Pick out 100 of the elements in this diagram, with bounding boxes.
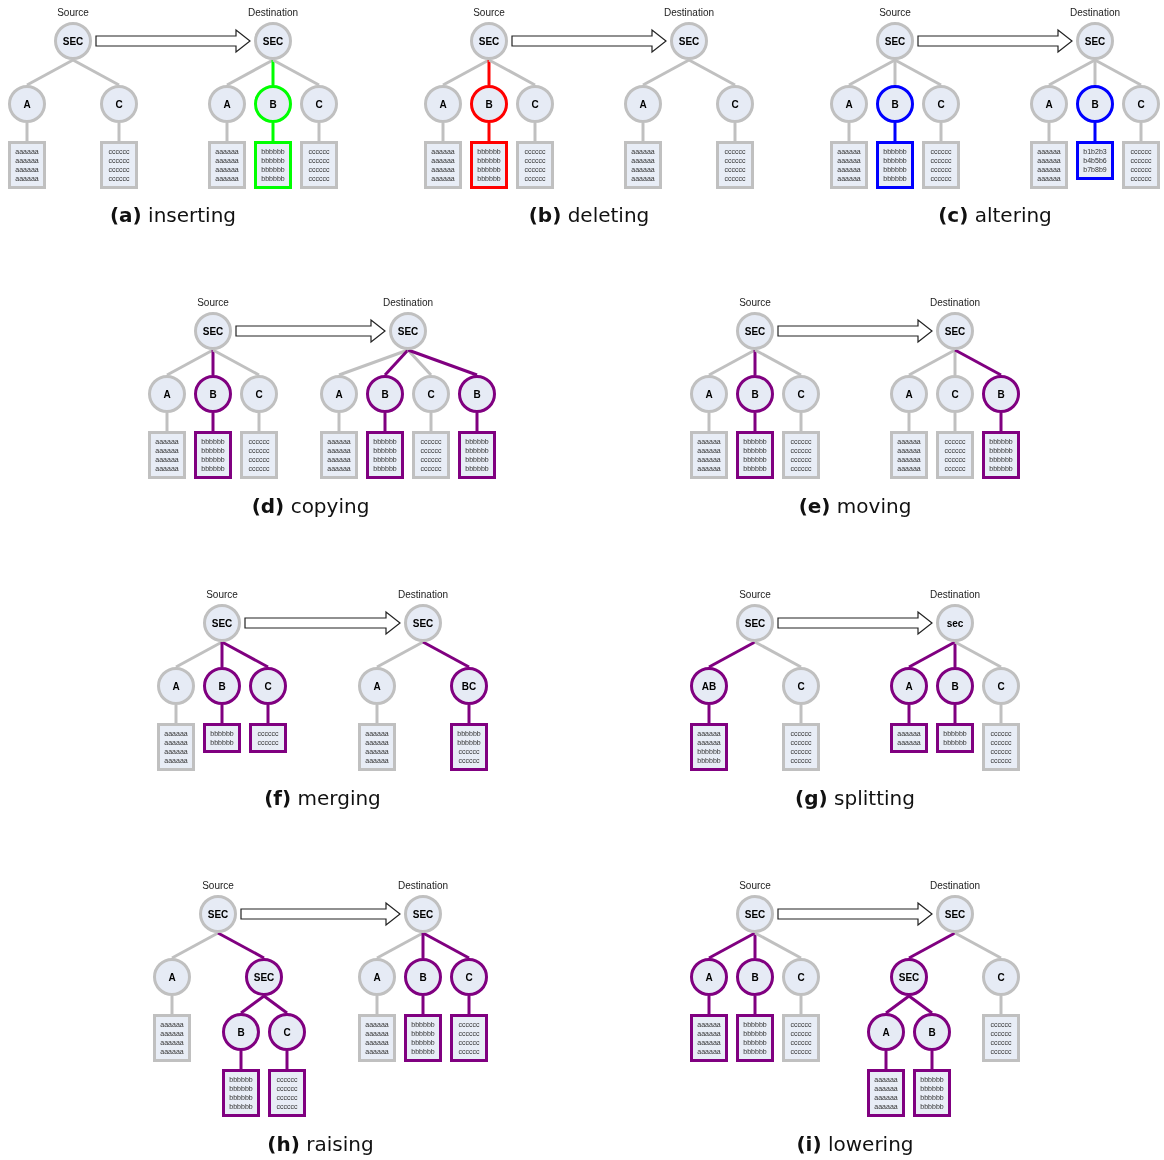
tree-node: C [300,85,338,123]
tree-node: C [412,375,450,413]
tree-heading: Source [739,589,771,601]
tree-node: C [450,958,488,996]
tree-node: SEC [404,895,442,933]
subfigure-caption: (f) merging [264,786,381,810]
tree-edge [225,123,229,141]
tree-edge [217,931,265,960]
tree-edge [908,994,933,1015]
tree-node: C [240,375,278,413]
tree-node: SEC [54,22,92,60]
tree-edge [799,705,803,723]
tree-node: SEC [670,22,708,60]
tree-edge [441,123,445,141]
tree-edge [688,58,736,87]
tree-edge [117,123,121,141]
tree-heading: Source [739,297,771,309]
tree-edge [953,350,957,375]
tree-edge [641,123,645,141]
tree-node: SEC [936,895,974,933]
tree-edge [908,640,956,669]
tree-edge [908,931,956,960]
tree-node: SEC [194,312,232,350]
tree-edge [707,413,711,431]
tree-node: SEC [199,895,237,933]
tree-node: C [782,375,820,413]
tree-edge [257,413,261,431]
tree-edge [376,931,424,960]
tree-edge [406,349,433,376]
tree-node: C [982,667,1020,705]
tree-node: B [936,667,974,705]
tree-node: A [690,375,728,413]
tree-node: A [8,85,46,123]
tree-edge [708,640,756,669]
tree-edge [1093,60,1097,85]
tree-edge [212,348,260,377]
tree-heading: Source [473,7,505,19]
tree-edge [487,123,491,141]
tree-edge [422,640,470,669]
tree-edge [467,996,471,1014]
tree-heading: Destination [383,297,433,309]
tree-node: B [913,1013,951,1051]
subfigure-caption: (g) splitting [795,786,915,810]
tree-node: C [516,85,554,123]
tree-edge [383,413,387,431]
tree-edge [429,413,433,431]
transition-arrow [235,318,386,344]
tree-node: B [876,85,914,123]
tree-edge [733,123,737,141]
tree-edge [954,640,1002,669]
tree-edge [799,996,803,1014]
tree-edge [1047,123,1051,141]
subfigure-caption: (b) deleting [528,203,650,227]
tree-edge [1139,123,1143,141]
tree-node: B [982,375,1020,413]
tree-node: SEC [254,22,292,60]
tree-node: B [736,375,774,413]
tree-node: SEC [389,312,427,350]
subfigure-caption: (d) copying [251,494,370,518]
tree-node: SEC [936,312,974,350]
tree-node: SEC [736,895,774,933]
tree-edge [953,705,957,723]
tree-edge [170,996,174,1014]
transition-arrow [777,901,933,927]
tree-node: A [358,667,396,705]
tree-heading: Destination [930,297,980,309]
tree-edge [220,642,224,667]
tree-edge [421,996,425,1014]
tree-heading: Destination [664,7,714,19]
tree-node: C [936,375,974,413]
tree-edge [421,933,425,958]
transition-arrow [917,28,1073,54]
tree-node: SEC [890,958,928,996]
subfigure-caption: (c) altering [938,203,1052,227]
subfigure-caption: (a) inserting [109,203,237,227]
subfigure-caption: (i) lowering [796,1132,914,1156]
transition-arrow [244,610,401,636]
tree-node: B [203,667,241,705]
tree-node: AB [690,667,728,705]
tree-edge [907,413,911,431]
tree-edge [26,58,74,87]
tree-edge [240,994,265,1015]
tree-edge [893,60,897,85]
tree-node: A [358,958,396,996]
subfigure-caption: (e) moving [798,494,912,518]
tree-node: B [366,375,404,413]
tree-node: SEC [470,22,508,60]
tree-edge [239,1051,243,1069]
tree-node: C [982,958,1020,996]
tree-edge [847,123,851,141]
tree-edge [939,123,943,141]
tree-heading: Destination [398,589,448,601]
tree-node: A [890,667,928,705]
tree-heading: Source [206,589,238,601]
tree-edge [475,413,479,431]
transition-arrow [95,28,251,54]
tree-node: C [782,958,820,996]
tree-node: A [320,375,358,413]
tree-edge [317,123,321,141]
transition-arrow [777,610,933,636]
